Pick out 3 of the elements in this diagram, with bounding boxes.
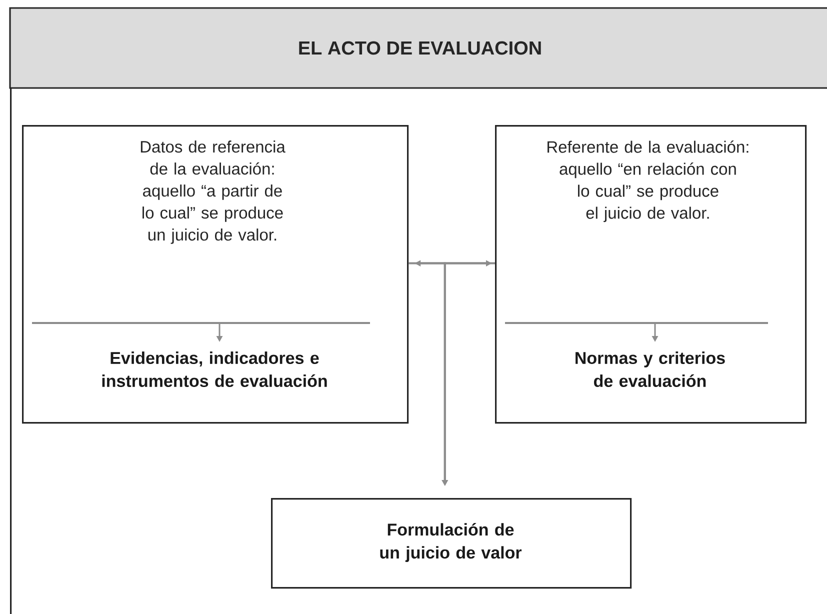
text-box: Datos de referencia de la evaluación: aquello “a partir de lo cual” se produce un juicio de valor. Evidencias, indicadores e instrumentos de evaluación xyxy=(22,125,409,424)
text-box: Formulación de un juicio de valor xyxy=(271,498,632,589)
text-box: Referente de la evaluación: aquello “en relación con lo cual” se produce el juicio de valor. Normas y criterios de evaluación xyxy=(495,125,807,424)
